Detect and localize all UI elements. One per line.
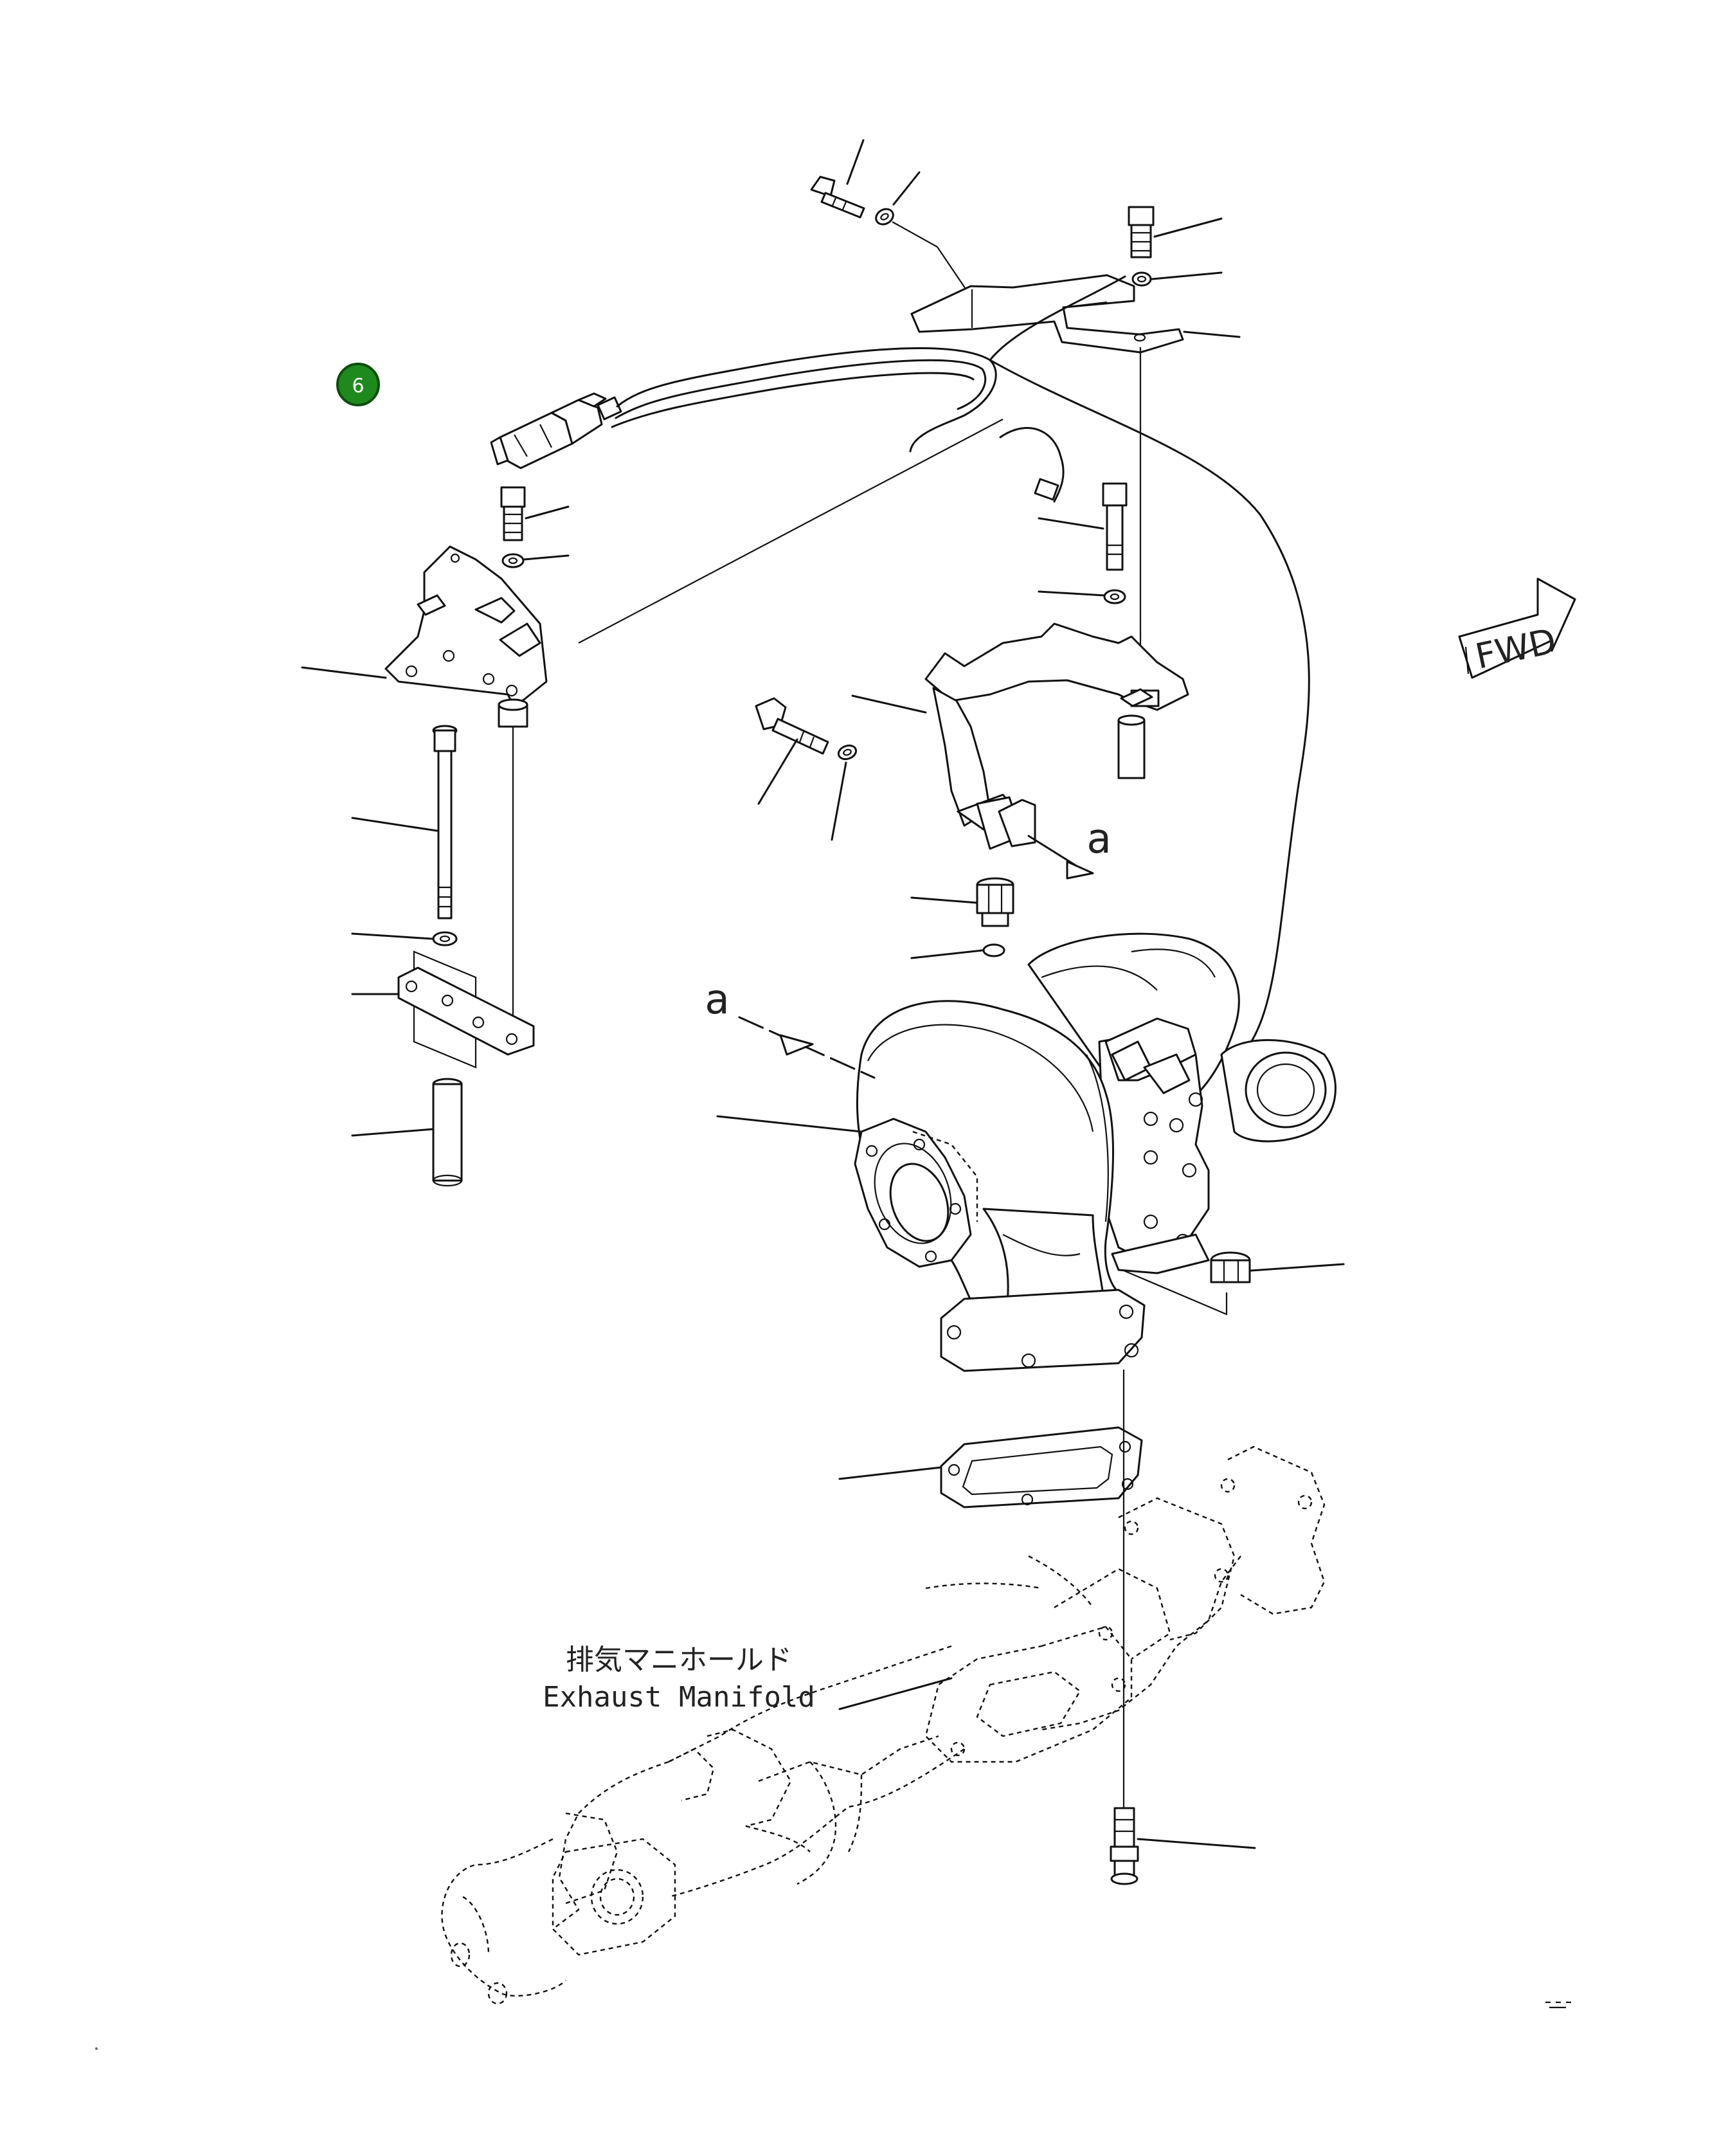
left-upper-bolt[interactable] [500, 486, 526, 541]
exhaust-manifold [441, 1445, 1326, 2005]
leader-line [716, 1115, 863, 1133]
left-clamp-plate[interactable] [397, 950, 535, 1069]
leader-line [301, 666, 387, 679]
leader-line [1038, 590, 1106, 597]
leader-line [838, 1677, 953, 1710]
left-long-stud[interactable] [432, 725, 458, 919]
leader-line [1038, 517, 1104, 530]
turbo-side-nut[interactable] [1210, 1251, 1251, 1283]
manifold-label-en: Exhaust Manifold [543, 1681, 815, 1714]
sensor-connector[interactable] [490, 392, 622, 469]
leader-line [525, 505, 570, 520]
turbo-fitting-nut[interactable] [976, 877, 1014, 927]
turbocharger[interactable] [854, 932, 1336, 1372]
leader-line [1153, 217, 1223, 238]
leader-line [846, 139, 865, 185]
leader-line [351, 932, 433, 940]
leader-line [838, 1466, 942, 1480]
manifold-label-jp: 排気マニホールド [566, 1644, 792, 1676]
leader-line [1183, 331, 1241, 338]
right-top-washer[interactable] [1131, 271, 1152, 287]
arrow-head [1066, 860, 1094, 880]
leader-line [910, 949, 984, 959]
leader-line [910, 896, 978, 904]
manifold-stud-bolt[interactable] [1110, 1807, 1139, 1885]
callout-number: 6 [352, 375, 364, 397]
sensor-harness [578, 275, 1310, 1049]
leader-line [937, 246, 969, 293]
left-mounting-bracket[interactable] [384, 545, 548, 709]
middle-cap-screw[interactable] [755, 697, 829, 755]
upper-washer[interactable] [873, 206, 896, 227]
left-lower-washer[interactable] [432, 931, 458, 947]
leader-line [351, 817, 438, 832]
leader-line [831, 761, 847, 841]
left-spacer-top[interactable] [498, 698, 528, 728]
page-mark [95, 2001, 1571, 2050]
leader-line [851, 694, 927, 714]
leader-line [1137, 1838, 1256, 1849]
turbo-support-bracket[interactable] [924, 622, 1189, 850]
arrow-head [779, 1034, 814, 1056]
ref-a-upper: a [1086, 815, 1112, 863]
leader-line [892, 221, 938, 248]
leader-line [351, 1128, 435, 1137]
left-upper-washer[interactable] [501, 553, 525, 568]
alignment-line [1123, 1269, 1228, 1316]
leader-line [523, 554, 570, 561]
callout-6[interactable]: 6 [336, 363, 380, 406]
left-lower-spacer[interactable] [432, 1078, 463, 1187]
right-top-bolt[interactable] [1128, 206, 1155, 258]
turbo-gasket[interactable] [940, 1426, 1143, 1508]
ref-a-lower: a [705, 976, 730, 1024]
top-bracket[interactable] [910, 274, 1184, 354]
leader-line [1151, 271, 1223, 280]
callout-circle[interactable] [336, 363, 380, 406]
leader-line [1250, 1263, 1345, 1272]
leader-line [757, 738, 798, 805]
turbo-fitting-oring[interactable] [982, 943, 1005, 957]
middle-washer[interactable] [1103, 589, 1126, 604]
fwd-direction-arrow: FWD [1458, 577, 1576, 679]
harness-route-line [578, 419, 1004, 644]
middle-long-bolt[interactable] [1102, 482, 1128, 571]
middle-small-washer[interactable] [836, 743, 858, 761]
leader-line [892, 171, 921, 206]
upper-left-bolt[interactable] [810, 176, 865, 219]
